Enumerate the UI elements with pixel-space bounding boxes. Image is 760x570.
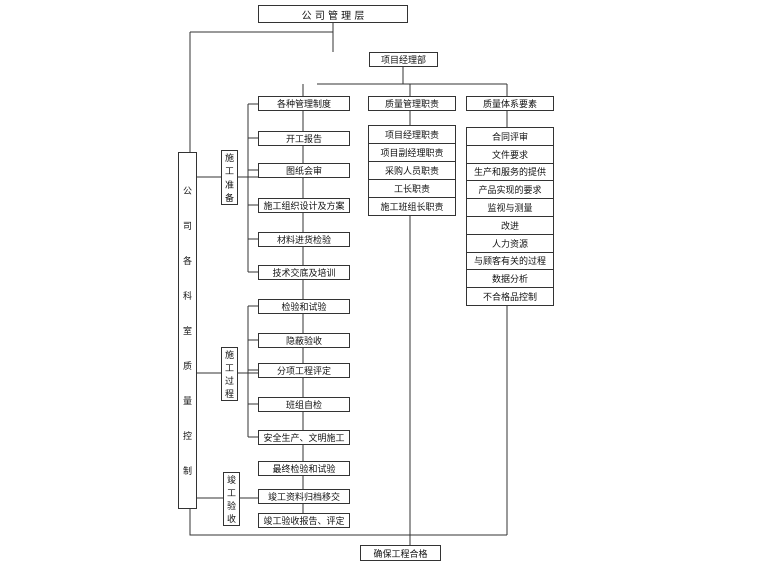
project-manager-dept-box: 项目经理部 [369,52,438,67]
col1-item: 施工组织设计及方案 [258,198,350,213]
col2-item: 项目副经理职责 [369,144,455,162]
char: 控 [182,432,192,442]
char: 质 [182,362,192,372]
col1-item: 隐蔽验收 [258,333,350,348]
col3-item: 生产和服务的提供 [467,164,553,182]
char: 施 [224,351,234,361]
col1-item: 分项工程评定 [258,363,350,378]
col1-item: 安全生产、文明施工 [258,430,350,445]
char: 制 [182,467,192,477]
col1-item: 技术交底及培训 [258,265,350,280]
col3-item: 改进 [467,217,553,235]
group-acceptance-box: 竣工验收 [223,472,240,526]
col1-header: 各种管理制度 [258,96,350,111]
char: 程 [224,390,234,400]
col1-item: 最终检验和试验 [258,461,350,476]
company-departments-box: 公司各科室质量控制 [178,152,197,509]
char: 施 [224,154,234,165]
col1-item: 检验和试验 [258,299,350,314]
col2-list: 项目经理职责项目副经理职责采购人员职责工长职责施工班组长职责 [368,125,456,216]
col1-item: 开工报告 [258,131,350,146]
col2-item: 工长职责 [369,180,455,198]
col3-header: 质量体系要素 [466,96,554,111]
char: 收 [226,515,236,525]
col3-item: 监视与测量 [467,199,553,217]
char: 各 [182,257,192,267]
char: 室 [182,327,192,337]
col3-item: 人力资源 [467,235,553,253]
group-prep-box: 施工准备 [221,150,238,205]
col3-item: 与顾客有关的过程 [467,253,553,271]
char: 工 [226,489,236,499]
col2-item: 项目经理职责 [369,126,455,144]
col1-item: 竣工验收报告、评定 [258,513,350,528]
col1-item: 竣工资料归档移交 [258,489,350,504]
col1-item: 图纸会审 [258,163,350,178]
col2-header: 质量管理职责 [368,96,456,111]
group-process-box: 施工过程 [221,347,238,401]
ensure-quality-box: 确保工程合格 [360,545,441,561]
char: 准 [224,180,234,191]
char: 过 [224,377,234,387]
col3-item: 产品实现的要求 [467,181,553,200]
col2-item: 采购人员职责 [369,162,455,180]
char: 工 [224,364,234,374]
col3-item: 数据分析 [467,270,553,289]
col1-item: 材料进货检验 [258,232,350,247]
col3-item: 合同评审 [467,128,553,146]
char: 公 [182,187,192,197]
char: 司 [182,222,192,232]
char: 科 [182,292,192,302]
col3-item: 不合格品控制 [482,293,537,304]
col1-item: 班组自检 [258,397,350,412]
char: 工 [224,167,234,178]
char: 量 [182,397,192,407]
char: 备 [224,193,234,204]
company-management-box: 公 司 管 理 层 [258,5,408,23]
col2-item: 施工班组长职责 [380,203,444,213]
char: 竣 [226,476,236,486]
col3-item: 文件要求 [467,146,553,164]
char: 验 [226,502,236,512]
col3-list: 合同评审文件要求生产和服务的提供产品实现的要求监视与测量改进人力资源与顾客有关的… [466,127,554,306]
